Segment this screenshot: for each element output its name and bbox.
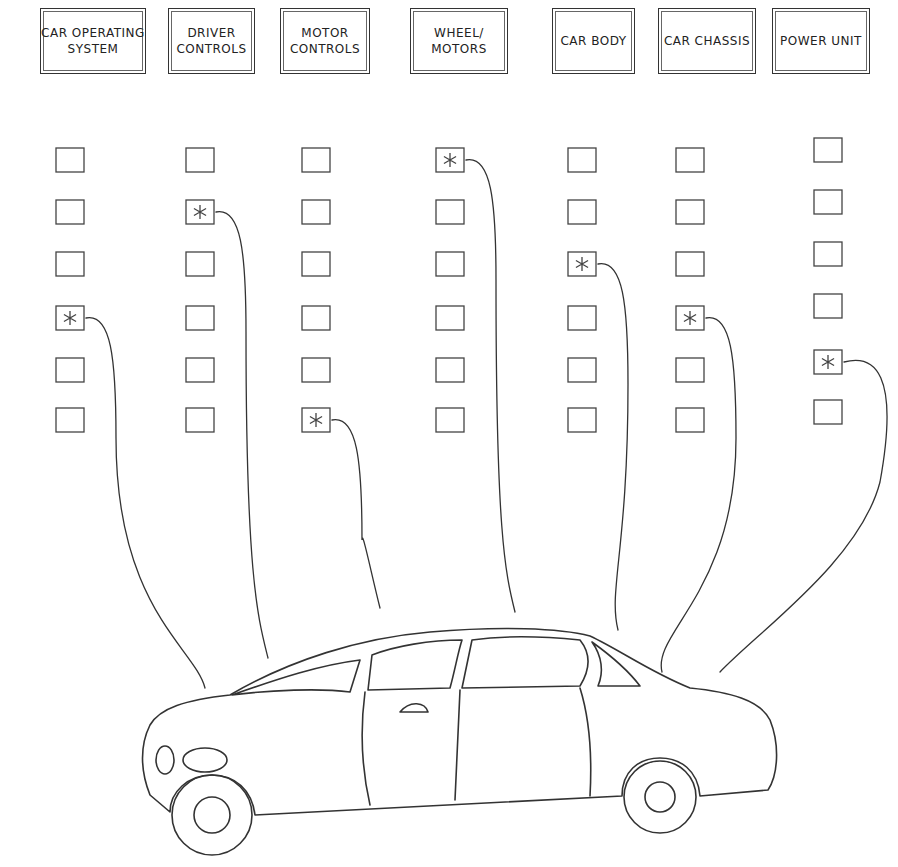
option-square <box>436 148 464 172</box>
option-square <box>302 408 330 432</box>
selection-asterisk <box>822 355 834 369</box>
option-square <box>436 358 464 382</box>
option-square <box>814 294 842 318</box>
selection-asterisk <box>310 413 322 427</box>
category-label: DRIVER CONTROLS <box>169 25 254 57</box>
option-square <box>568 252 596 276</box>
option-square <box>186 252 214 276</box>
option-square <box>186 200 214 224</box>
option-square <box>814 138 842 162</box>
option-square <box>302 306 330 330</box>
category-label: CAR CHASSIS <box>664 33 750 49</box>
car-body <box>143 629 777 815</box>
leader-line <box>661 318 736 672</box>
leader-line <box>86 318 205 688</box>
category-label: CAR BODY <box>560 33 626 49</box>
category-box: CAR OPERATING SYSTEM <box>40 8 146 74</box>
option-square <box>568 148 596 172</box>
category-box: WHEEL/ MOTORS <box>410 8 508 74</box>
leader-line <box>332 420 380 608</box>
selection-asterisk <box>444 153 456 167</box>
car-windshield <box>232 660 360 695</box>
option-square <box>436 252 464 276</box>
selection-asterisk <box>576 257 588 271</box>
category-box: MOTOR CONTROLS <box>280 8 370 74</box>
option-square <box>814 400 842 424</box>
leader-line <box>216 212 268 658</box>
car-back-window <box>592 642 640 686</box>
category-box: DRIVER CONTROLS <box>168 8 255 74</box>
category-box: CAR BODY <box>552 8 635 74</box>
option-square <box>56 408 84 432</box>
option-square <box>676 408 704 432</box>
option-square <box>814 350 842 374</box>
category-label: WHEEL/ MOTORS <box>411 25 507 57</box>
option-square <box>302 200 330 224</box>
option-square <box>676 148 704 172</box>
option-square <box>302 148 330 172</box>
option-square <box>676 358 704 382</box>
option-square <box>676 252 704 276</box>
option-square <box>56 358 84 382</box>
category-label: MOTOR CONTROLS <box>281 25 369 57</box>
option-square <box>568 408 596 432</box>
option-square <box>186 148 214 172</box>
option-square <box>814 242 842 266</box>
car-headlight <box>156 746 174 774</box>
category-box: CAR CHASSIS <box>658 8 756 74</box>
option-square <box>56 200 84 224</box>
car-front-hub <box>194 797 230 833</box>
car-front-wheel <box>172 775 252 855</box>
option-square <box>676 306 704 330</box>
option-square <box>56 252 84 276</box>
option-square <box>186 408 214 432</box>
selection-asterisk <box>684 311 696 325</box>
leader-line <box>720 360 887 672</box>
car-headlight <box>183 748 227 772</box>
option-square <box>814 190 842 214</box>
car-front-window <box>368 640 462 690</box>
car-mirror <box>400 704 428 712</box>
option-square <box>302 252 330 276</box>
category-label: POWER UNIT <box>780 33 862 49</box>
category-box: POWER UNIT <box>772 8 870 74</box>
option-square <box>568 306 596 330</box>
leader-line <box>466 160 515 612</box>
option-square <box>436 200 464 224</box>
car-rear-window <box>462 637 588 688</box>
option-square <box>676 200 704 224</box>
option-square <box>436 306 464 330</box>
option-square <box>56 148 84 172</box>
car-door-line <box>362 688 590 805</box>
option-square <box>186 358 214 382</box>
category-label: CAR OPERATING SYSTEM <box>41 25 145 57</box>
option-square <box>568 358 596 382</box>
leader-line <box>598 264 628 630</box>
car-rear-hub <box>645 782 675 812</box>
option-square <box>436 408 464 432</box>
option-square <box>56 306 84 330</box>
car-rear-wheel <box>624 761 696 833</box>
option-square <box>186 306 214 330</box>
option-square <box>568 200 596 224</box>
option-square <box>302 358 330 382</box>
selection-asterisk <box>194 205 206 219</box>
selection-asterisk <box>64 311 76 325</box>
